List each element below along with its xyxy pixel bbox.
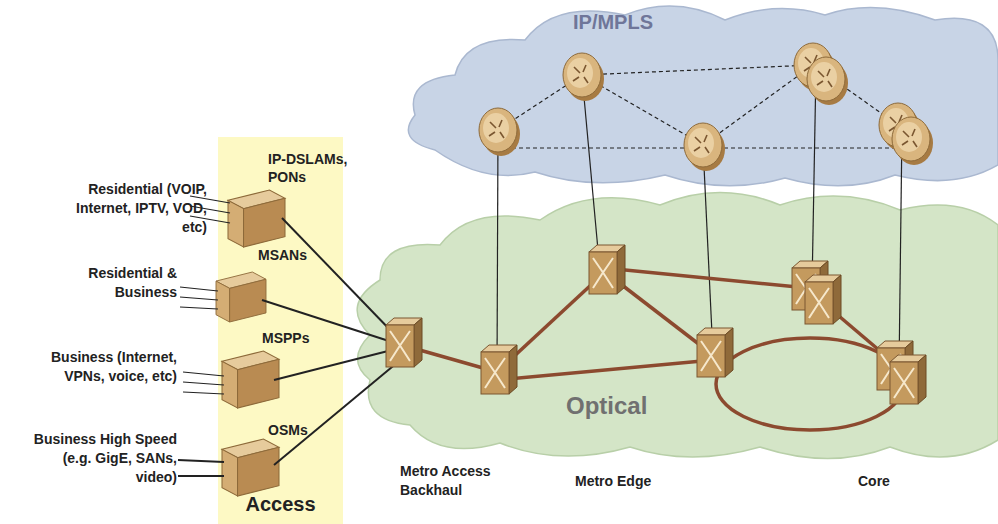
cloud-title: IP/MPLS (573, 10, 713, 34)
cloud-title: Optical (566, 392, 706, 420)
device-label: MSPPs (262, 329, 342, 347)
optical-switches (386, 245, 926, 404)
band-title: Access (218, 491, 343, 517)
device-icon (222, 439, 279, 496)
optical-links (402, 268, 904, 430)
routers (479, 43, 933, 171)
access-device: MSANs (216, 272, 266, 322)
device-icon (228, 190, 285, 247)
service-label: Business (Internet, VPNs, voice, etc) (40, 348, 177, 386)
tier-label: Core (858, 472, 938, 491)
router-uplinks (497, 68, 902, 372)
access-device: IP-DSLAMs, PONs (228, 190, 285, 247)
service-label: Residential (VOIP, Internet, IPTV, VOD, … (72, 180, 207, 237)
highspeed-input-lines (178, 460, 224, 476)
access-device: OSMs (222, 439, 279, 496)
service-label: Business High Speed (e.g. GigE, SANs, vi… (20, 430, 177, 487)
device-label: MSANs (258, 246, 338, 264)
access-links (262, 218, 398, 465)
access-band: AccessIP-DSLAMs, PONsMSANsMSPPsOSMs (218, 137, 343, 524)
tier-label: Metro Edge (575, 472, 685, 491)
access-device: MSPPs (222, 351, 279, 408)
tier-label: Metro Access Backhaul (400, 462, 510, 500)
service-label: Residential & Business (72, 264, 177, 302)
device-label: IP-DSLAMs, PONs (268, 150, 348, 186)
device-label: OSMs (268, 421, 348, 439)
device-icon (216, 272, 266, 322)
device-icon (222, 351, 279, 408)
